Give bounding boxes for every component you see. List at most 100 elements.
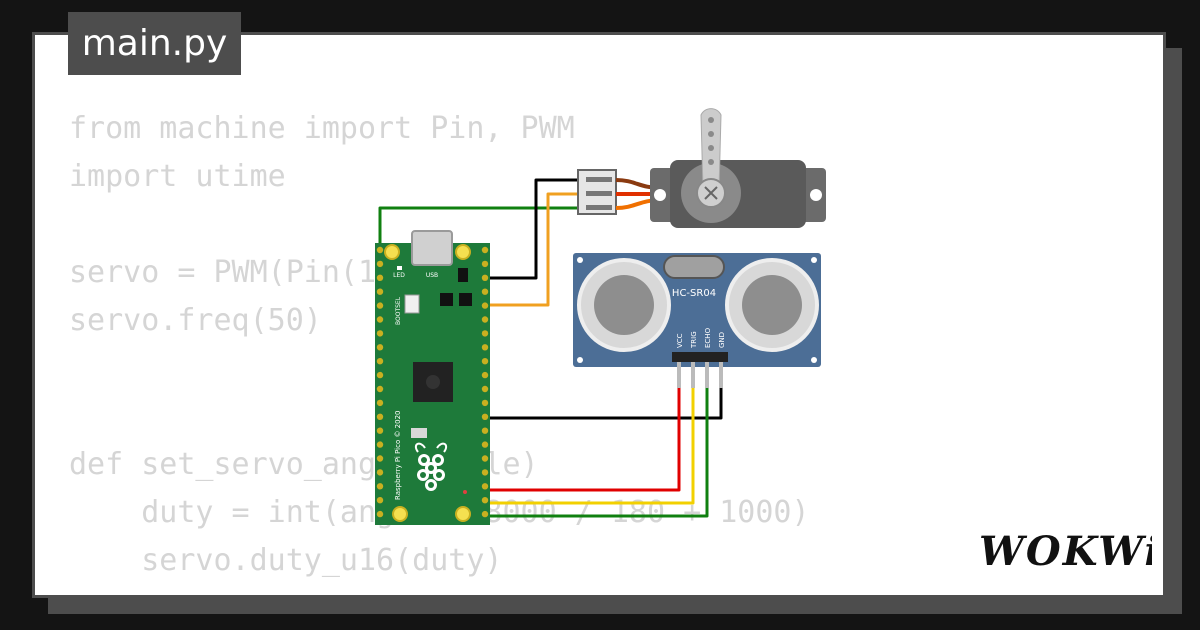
pico-pin[interactable] [481, 246, 489, 254]
pico-flash-chip [459, 293, 472, 306]
pico-flash-chip [440, 293, 453, 306]
sensor-pin-label-trig: TRIG [690, 331, 698, 349]
code-line: from machine import Pin, PWM [69, 111, 575, 146]
pico-pin[interactable] [376, 358, 384, 365]
pico-pin[interactable] [376, 413, 384, 420]
pico-pin[interactable] [376, 483, 384, 490]
sensor-pin-label-gnd: GND [718, 332, 726, 348]
pico-pin[interactable] [481, 260, 489, 268]
pico-chip-logo [426, 375, 440, 389]
servo-horn-hole [708, 159, 714, 165]
sensor-pin-gnd[interactable] [719, 362, 723, 388]
ultrasonic-sensor[interactable]: HC-SR04 VCC TRIG ECHO GND [573, 253, 821, 388]
pico-usb-port[interactable] [411, 230, 453, 266]
pico-mount-hole [455, 506, 471, 522]
pico-pin[interactable] [481, 427, 489, 434]
wokwi-logo-text: WOKWi [979, 528, 1152, 575]
pico-pin[interactable] [481, 413, 489, 420]
file-tab[interactable]: main.py [68, 12, 241, 75]
servo-horn-hole [708, 145, 714, 151]
servo-connector-pin [586, 205, 612, 210]
pico-pin[interactable] [376, 510, 384, 518]
pico-pin-rows [376, 246, 489, 518]
servo-connector-pin [586, 177, 612, 182]
pico-pin[interactable] [376, 441, 384, 448]
sensor-pin-header [672, 352, 728, 362]
pico-led [397, 266, 402, 270]
servo-connector-pin [586, 191, 612, 196]
pico-led-label: LED [393, 272, 405, 279]
sensor-crystal [663, 255, 725, 279]
wokwi-logo[interactable]: WOKWi [976, 526, 1152, 578]
pico-pin[interactable] [481, 441, 489, 448]
pico-board-text: Raspberry Pi Pico © 2020 [394, 411, 402, 501]
code-line: servo.freq(50) [69, 303, 322, 338]
raspberry-logo-icon [414, 442, 448, 491]
servo-mount-hole [654, 189, 666, 201]
servo-horn-hole [708, 117, 714, 123]
pico-debug-dot [463, 490, 467, 494]
pico-pin[interactable] [376, 455, 384, 462]
wire-green-sensor-echo[interactable] [486, 388, 709, 518]
pico-pin[interactable] [376, 427, 384, 434]
servo-motor[interactable] [577, 108, 826, 228]
pico-pin[interactable] [481, 358, 489, 365]
pico-pin[interactable] [376, 302, 384, 309]
sensor-board-hole [577, 357, 583, 363]
pico-mount-hole [392, 506, 408, 522]
pico-pin[interactable] [481, 483, 489, 490]
sensor-model-label: HC-SR04 [672, 288, 716, 299]
pico-pin[interactable] [376, 330, 384, 337]
servo-mount-hole [810, 189, 822, 201]
pico-regulator [458, 268, 468, 282]
pico-pin[interactable] [376, 246, 384, 254]
pico-pin[interactable] [376, 344, 384, 351]
wire-orange-servo-vcc[interactable] [486, 192, 583, 307]
pico-board[interactable]: LED USB BOOTSEL Raspberry Pi Pico © 2020 [375, 230, 490, 525]
sensor-pin-echo[interactable] [705, 362, 709, 388]
wire-green-servo-signal[interactable] [378, 206, 583, 250]
pico-pin[interactable] [481, 274, 489, 281]
wire-black-sensor-gnd[interactable] [486, 388, 723, 420]
pico-pin[interactable] [376, 274, 384, 281]
pico-pin[interactable] [481, 288, 489, 295]
pico-pin[interactable] [376, 497, 384, 504]
sensor-pin-label-vcc: VCC [676, 333, 684, 348]
pico-pin[interactable] [481, 399, 489, 407]
pico-mount-hole [455, 244, 471, 260]
pico-pin[interactable] [481, 371, 489, 379]
pico-pin[interactable] [481, 344, 489, 351]
wire-black-servo-gnd[interactable] [486, 178, 583, 280]
wire-yellow-sensor-trig[interactable] [486, 388, 695, 505]
pico-bootsel-label: BOOTSEL [395, 296, 402, 325]
pico-pin[interactable] [376, 316, 384, 323]
pico-pin[interactable] [481, 316, 489, 323]
pico-usb-label: USB [426, 272, 438, 279]
pico-pin[interactable] [481, 469, 489, 476]
pico-bootsel-button[interactable] [404, 294, 420, 314]
code-line: import utime [69, 159, 286, 194]
pico-pin[interactable] [481, 510, 489, 518]
sensor-pin-vcc[interactable] [677, 362, 681, 388]
code-line: print(f"Servo angle: {angle}") [69, 585, 810, 595]
pico-pin[interactable] [481, 302, 489, 309]
pico-pin[interactable] [481, 497, 489, 504]
servo-horn-hole [708, 131, 714, 137]
pico-pin[interactable] [376, 371, 384, 379]
sensor-pin-trig[interactable] [691, 362, 695, 388]
code-line: servo.duty_u16(duty) [69, 543, 503, 578]
sensor-transducer-left-mesh [594, 275, 654, 335]
pico-pin[interactable] [376, 260, 384, 268]
sensor-board-hole [811, 357, 817, 363]
pico-pin[interactable] [376, 288, 384, 295]
pico-mount-hole [384, 244, 400, 260]
pico-pin[interactable] [376, 385, 384, 393]
pico-pin[interactable] [376, 469, 384, 476]
pico-pin[interactable] [481, 455, 489, 462]
pico-pin[interactable] [481, 385, 489, 393]
sensor-board-hole [811, 257, 817, 263]
pico-pin[interactable] [376, 399, 384, 407]
pico-pin[interactable] [481, 330, 489, 337]
wire-red-sensor-vcc[interactable] [486, 388, 681, 492]
